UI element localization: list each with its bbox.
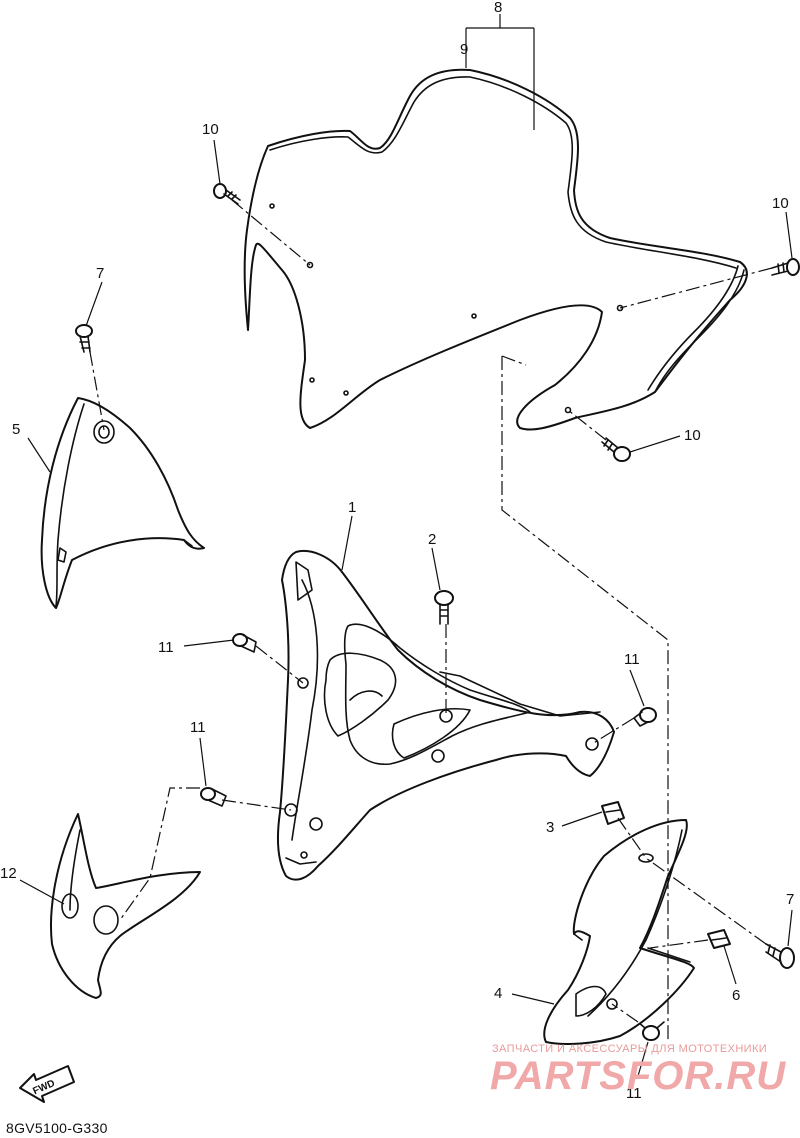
grommet-11-b — [633, 707, 657, 727]
callout-11-a: 11 — [158, 639, 174, 656]
screw-10-left — [213, 183, 241, 205]
diagram-code: 8GV5100-G330 — [6, 1120, 108, 1136]
callout-10-left: 10 — [202, 121, 219, 138]
grommet-11-c — [200, 787, 227, 807]
fwd-arrow-icon — [19, 1065, 75, 1103]
callout-10-lower: 10 — [684, 427, 701, 444]
screw-2 — [434, 590, 454, 625]
callout-5: 5 — [12, 421, 20, 438]
callout-3: 3 — [546, 819, 554, 836]
callout-9: 9 — [460, 41, 468, 58]
screw-7-lower — [765, 943, 795, 969]
callout-6: 6 — [732, 987, 740, 1004]
windshield — [243, 68, 748, 431]
screw-10-right — [771, 258, 800, 276]
callout-1: 1 — [348, 499, 356, 516]
watermark-logo: PARTSFOR.RU — [490, 1054, 787, 1098]
clip-3 — [601, 801, 625, 825]
front-cowling — [277, 550, 615, 881]
grommet-11-a — [232, 633, 257, 653]
callout-7-upper: 7 — [96, 265, 104, 282]
callout-11-c: 11 — [190, 719, 206, 736]
callout-numbers: 8 9 10 10 10 7 5 1 2 11 11 11 12 3 4 6 7… — [0, 0, 794, 1102]
callout-8: 8 — [494, 0, 502, 16]
screw-10-lower — [601, 437, 631, 462]
callout-7-lower: 7 — [786, 891, 794, 908]
grommet-11-d — [637, 1021, 665, 1041]
callout-11-d: 11 — [626, 1085, 642, 1102]
watermark-tagline: ЗАПЧАСТИ И АКСЕССУАРЫ ДЛЯ МОТОТЕХНИКИ — [492, 1043, 768, 1055]
side-cover-left — [40, 397, 205, 609]
callout-11-b: 11 — [624, 651, 640, 668]
callout-4: 4 — [494, 985, 502, 1002]
assembly-lines — [89, 199, 773, 1040]
callout-2: 2 — [428, 531, 436, 548]
lower-panel-left — [50, 813, 201, 999]
screw-7-upper — [75, 324, 93, 353]
side-cover-right — [543, 819, 695, 1045]
callout-12: 12 — [0, 865, 17, 882]
callout-leaders — [19, 14, 793, 1077]
callout-10-right: 10 — [772, 195, 789, 212]
clip-6 — [707, 929, 731, 949]
